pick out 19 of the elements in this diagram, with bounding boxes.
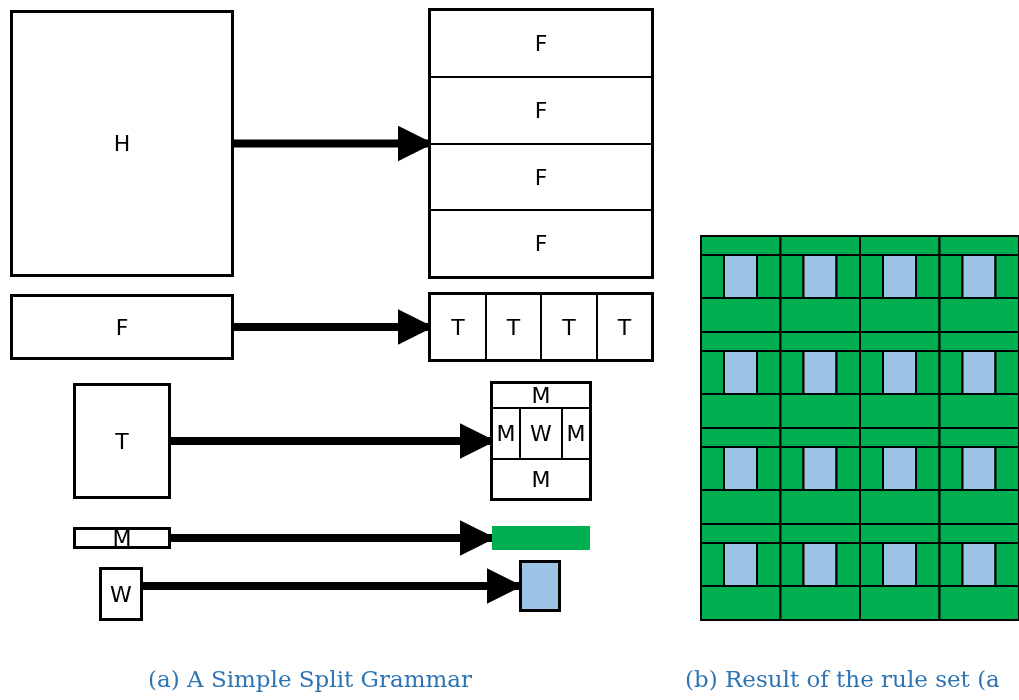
shape-box: M bbox=[73, 527, 171, 549]
split-part-box: M bbox=[492, 408, 520, 459]
split-part-box: T bbox=[486, 294, 541, 360]
shape-box: T bbox=[73, 383, 171, 499]
split-result-box bbox=[492, 383, 590, 499]
split-part-box: F bbox=[430, 144, 652, 210]
block bbox=[519, 560, 561, 612]
bar bbox=[492, 526, 590, 550]
caption: (b) Result of the rule set (a bbox=[685, 666, 1000, 692]
caption: (a) A Simple Split Grammar bbox=[148, 666, 472, 692]
shape-box: H bbox=[10, 10, 234, 277]
split-part-box: M bbox=[562, 408, 590, 459]
shape-box: W bbox=[99, 567, 143, 621]
split-part-box: W bbox=[520, 408, 562, 459]
shape-box: F bbox=[10, 294, 234, 360]
split-part-box: F bbox=[430, 77, 652, 144]
split-result-box bbox=[430, 10, 652, 277]
split-result-box bbox=[430, 294, 652, 360]
split-part-box: T bbox=[541, 294, 597, 360]
